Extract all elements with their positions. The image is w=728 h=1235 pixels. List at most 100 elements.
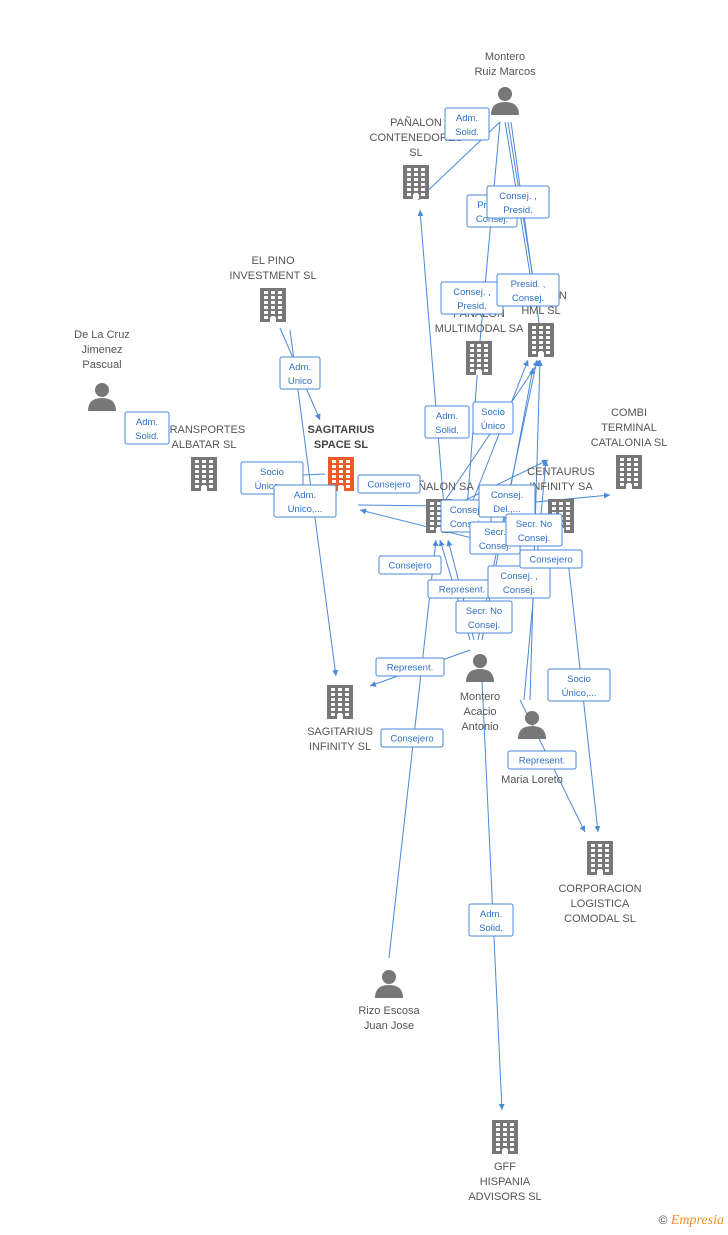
node-label: Ruiz Marcos [474, 66, 536, 78]
company-node-panalon-multimodal[interactable]: PAÑALONMULTIMODAL SA [435, 307, 524, 375]
edge-role-label[interactable]: Secr. No Consej. [455, 600, 513, 634]
edge-role-text: Consej. [512, 293, 544, 304]
edge-role-text: Solid. [455, 127, 479, 138]
building-icon [328, 457, 354, 491]
edge-role-label[interactable]: Consejero [357, 474, 421, 494]
edge-role-text: Consejero [390, 734, 433, 745]
edge-role-label[interactable]: SocioÚnico,... [547, 668, 611, 702]
edge-role-label[interactable]: Secr. No Consej. [505, 513, 563, 547]
person-icon [466, 654, 494, 682]
edge-role-text: Consej. , [453, 287, 491, 298]
edge-role-label[interactable]: Adm.Solid. [424, 405, 470, 439]
edge-role-label[interactable]: Consejero [380, 728, 444, 748]
node-label: SPACE SL [314, 439, 368, 451]
edge-role-text: Adm. [294, 490, 316, 501]
person-icon [491, 87, 519, 115]
edge-role-text: Socio [260, 467, 284, 478]
edge-role-text: Único,... [255, 481, 290, 492]
company-node-transportes[interactable]: TRANSPORTES ALBATAR SL [163, 424, 245, 491]
node-label: Jimenez [82, 344, 123, 356]
node-label: TRANSPORTES [163, 424, 245, 436]
edge-role-text: Consej. [479, 541, 511, 552]
node-label: SL [409, 147, 422, 159]
node-label: Maria Loreto [501, 774, 563, 786]
edge-role-text: Único [481, 421, 505, 432]
edge-role-text: Único,... [562, 688, 597, 699]
footer-brand: © Empresia [659, 1213, 724, 1229]
node-label: PAÑALON [390, 116, 442, 129]
building-icon [492, 1120, 518, 1154]
node-label: INFINITY SL [309, 741, 371, 753]
node-label: COMBI [611, 407, 647, 419]
edge-role-label[interactable]: Represent. [375, 657, 445, 677]
building-icon [260, 288, 286, 322]
node-label: Montero [460, 691, 500, 703]
node-label: HISPANIA [480, 1176, 531, 1188]
building-icon [403, 165, 429, 199]
edge-role-text: Consej. , [500, 571, 538, 582]
node-label: CORPORACION [558, 883, 641, 895]
node-label: EL PINO [252, 255, 295, 267]
edge-role-text: Consejero [367, 480, 410, 491]
edge-role-text: Consej. [503, 585, 535, 596]
node-label: Montero [485, 51, 525, 63]
edge-role-label[interactable]: Consej. , Consej. [487, 565, 551, 599]
node-label: ALBATAR SL [171, 439, 236, 451]
edge-role-text: Adm. [456, 113, 478, 124]
edge-role-label[interactable]: Adm.Unico [279, 356, 321, 390]
edge-role-label[interactable]: Consejero [519, 549, 583, 569]
edge-role-label[interactable]: Adm.Solid. [468, 903, 514, 937]
edge-role-text: Consej. [518, 533, 550, 544]
company-node-el-pino[interactable]: EL PINO INVESTMENT SL [229, 255, 317, 322]
building-icon [327, 685, 353, 719]
relation-edge [417, 209, 446, 521]
node-label: Juan Jose [364, 1020, 414, 1032]
node-label: SAGITARIUS [307, 424, 374, 436]
node-label: PAÑALON SA [404, 480, 474, 493]
edge-role-text: Consej. [476, 214, 508, 225]
edge-role-label[interactable]: Consej. ,Presid. [486, 185, 550, 219]
edge-role-label[interactable]: Represent. [427, 579, 497, 599]
edge-role-label[interactable]: Represent. [507, 750, 577, 770]
edge-role-label[interactable]: Adm. Solid. [444, 107, 490, 141]
node-label: INVESTMENT SL [229, 270, 316, 282]
edge-role-label[interactable]: Consejero [378, 555, 442, 575]
edge-role-text: Consej. [468, 620, 500, 631]
person-icon [375, 970, 403, 998]
node-label: ADVISORS SL [468, 1191, 541, 1203]
edge-role-text: Presid. [457, 301, 487, 312]
node-label: Acacio [463, 706, 496, 718]
edge-role-text: Consejero [529, 555, 572, 566]
edge-role-text: Secr. No [516, 519, 552, 530]
person-node-albarez[interactable]: AlbarezMaria Loreto [501, 711, 563, 786]
edge-role-label[interactable]: Consej. Del.,... [478, 484, 536, 518]
edge-role-label[interactable]: Adm.Solid. [124, 411, 170, 445]
company-node-sagitarius-infinity[interactable]: SAGITARIUS INFINITY SL [307, 685, 373, 753]
edge-role-label[interactable]: Adm. Unico,... [273, 484, 337, 518]
edge-role-label[interactable]: Presid. ,Consej. [496, 273, 560, 307]
edge-role-text: Del.,... [493, 504, 520, 515]
company-node-sagitarius-space[interactable]: SAGITARIUS SPACE SL [307, 424, 375, 491]
edge-role-text: Consej. [450, 519, 482, 530]
edge-role-text: Adm. [289, 362, 311, 373]
edge-role-text: Secr. No [466, 606, 502, 617]
edge-role-text: Represent. [519, 756, 565, 767]
edge-role-text: Unico,... [288, 504, 323, 515]
edge-role-label[interactable]: Consej. , Presid. [440, 281, 504, 315]
node-label: CATALONIA SL [591, 437, 668, 449]
edge-role-text: Consej. [491, 490, 523, 501]
edge-role-text: Represent. [387, 663, 433, 674]
node-label: Pascual [82, 359, 121, 371]
node-label: SAGITARIUS [307, 726, 373, 738]
